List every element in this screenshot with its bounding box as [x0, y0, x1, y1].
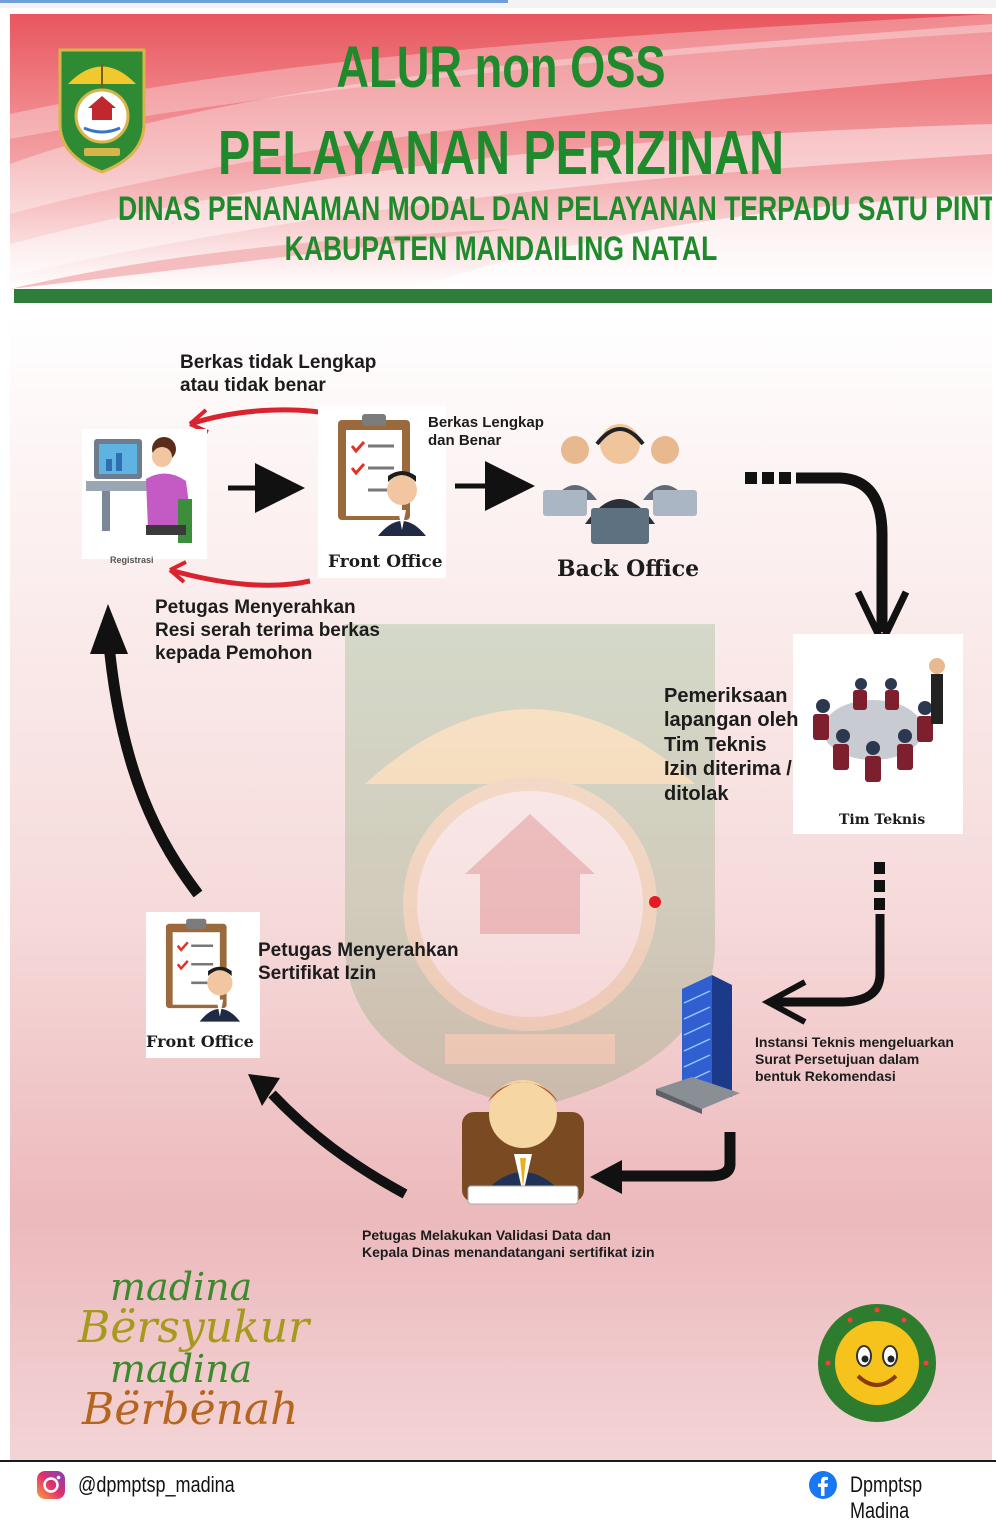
call-center-team-icon [543, 424, 697, 544]
node-tim-teknis: Tim Teknis [793, 634, 963, 834]
label-validation-line2: Kepala Dinas menandatangani sertifikat i… [362, 1243, 655, 1260]
label-receipt-line3: kepada Pemohon [155, 642, 313, 664]
footer: @dpmptsp_madina Dpmptsp Madina [0, 1460, 996, 1523]
slogan-line3: madina [110, 1347, 253, 1391]
label-inspection-line1: Pemeriksaan [664, 685, 788, 707]
label-instansi-line2: Surat Persetujuan dalam [755, 1050, 920, 1067]
front-office-1-caption: Front Office [328, 552, 443, 572]
title-line1: ALUR non OSS [336, 35, 666, 100]
arrow-to-kepala-dinas [610, 1132, 736, 1182]
slogan-line1: madina [110, 1265, 253, 1309]
poster: ALUR non OSS PELAYANAN PERIZINAN DINAS P… [10, 14, 992, 1460]
label-inspection-line3: Tim Teknis [664, 733, 767, 756]
label-receipt-line2: Resi serah terima berkas [155, 619, 380, 641]
facebook-icon[interactable] [808, 1470, 838, 1500]
front-office-2-caption: Front Office [146, 1032, 254, 1051]
flow-arrows [90, 407, 910, 1199]
label-certificate: Petugas Menyerahkan Sertifikat Izin [258, 940, 459, 986]
tim-teknis-caption: Tim Teknis [839, 812, 926, 828]
meeting-room-icon [813, 658, 945, 782]
smiley-badge-icon [818, 1304, 936, 1422]
label-incomplete-line2: atau tidak benar [180, 374, 326, 396]
label-certificate-line1: Petugas Menyerahkan [258, 940, 459, 961]
label-complete-line2: dan Benar [428, 432, 502, 449]
subtitle-line1: DINAS PENANAMAN MODAL DAN PELAYANAN TERP… [118, 190, 992, 228]
label-inspection-line4: Izin diterima / [664, 758, 792, 781]
computer-user-icon [86, 437, 192, 543]
header: ALUR non OSS PELAYANAN PERIZINAN DINAS P… [10, 14, 992, 289]
facebook-page[interactable]: Dpmptsp Madina [850, 1472, 923, 1523]
instagram-icon[interactable] [36, 1470, 66, 1500]
top-strip [0, 0, 996, 8]
registrasi-caption: Registrasi [110, 555, 154, 565]
back-office-caption: Back Office [557, 556, 700, 582]
signing-officer-icon [462, 1080, 584, 1205]
label-inspection-line2: lapangan oleh [664, 709, 799, 732]
label-receipt-line1: Petugas Menyerahkan [155, 597, 356, 618]
mandailing-natal-emblem-icon [58, 48, 146, 174]
checklist-officer-icon [165, 918, 241, 1022]
watermark-emblem-icon [345, 624, 715, 1109]
label-certificate-line2: Sertifikat Izin [258, 962, 377, 984]
label-complete-line1: Berkas Lengkap [428, 414, 544, 431]
header-stripes [10, 14, 992, 289]
label-field-inspection: Pemeriksaan lapangan oleh Tim Teknis Izi… [664, 684, 798, 806]
arrow-to-front-office-2 [268, 1090, 408, 1199]
label-receipt: Petugas Menyerahkan Resi serah terima be… [155, 597, 380, 665]
label-instansi-line1: Instansi Teknis mengeluarkan [755, 1034, 954, 1050]
instagram-handle[interactable]: @dpmptsp_madina [78, 1472, 235, 1497]
label-instansi: Instansi Teknis mengeluarkan Surat Perse… [755, 1034, 954, 1084]
slogan-line4: Bërbënah [82, 1384, 299, 1435]
arrow-to-instansi [770, 914, 885, 1007]
red-arrow-receipt [169, 567, 311, 588]
label-incomplete-files: Berkas tidak Lengkap atau tidak benar [180, 352, 376, 398]
node-front-office-2: Front Office [146, 912, 260, 1058]
arrow-to-tim-teknis [796, 472, 888, 632]
node-front-office-1: Front Office [318, 406, 446, 578]
subtitle-line2: KABUPATEN MANDAILING NATAL [284, 230, 718, 268]
label-inspection-line5: ditolak [664, 782, 729, 805]
node-back-office: Back Office [535, 404, 705, 584]
slogan-line2: Bërsyukur [78, 1302, 310, 1353]
label-validation: Petugas Melakukan Validasi Data dan Kepa… [362, 1227, 655, 1261]
title-line2: PELAYANAN PERIZINAN [217, 119, 785, 188]
label-complete-files: Berkas Lengkap dan Benar [428, 414, 544, 450]
top-progress-line [0, 0, 508, 3]
label-validation-line1: Petugas Melakukan Validasi Data dan [362, 1227, 611, 1243]
node-registrasi: Registrasi [82, 429, 207, 565]
header-divider [14, 289, 992, 303]
office-building-icon [656, 975, 740, 1114]
arrow-to-registrasi [102, 633, 203, 898]
label-incomplete-line1: Berkas tidak Lengkap [180, 352, 377, 373]
label-instansi-line3: bentuk Rekomendasi [755, 1067, 896, 1084]
checklist-officer-icon [338, 414, 426, 536]
